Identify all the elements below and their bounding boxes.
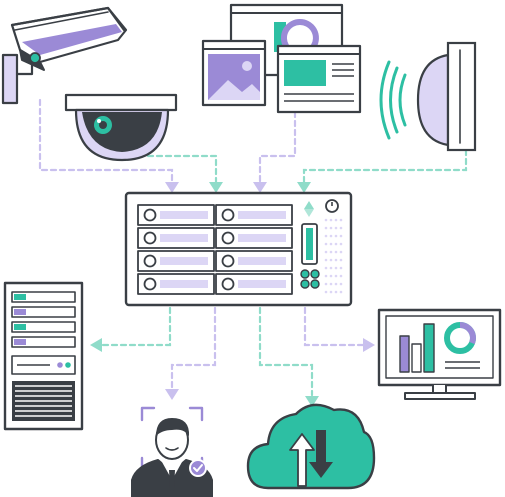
arrowhead-sensor: [297, 182, 311, 193]
connector-web-to-nas: [258, 110, 297, 186]
drive-bays: [137, 204, 293, 295]
vent-dot: [329, 250, 333, 254]
vent-dot: [339, 266, 343, 270]
vent-dot: [339, 250, 343, 254]
vent-dot: [324, 234, 328, 238]
vent-dot: [324, 282, 328, 286]
connector-nas-to-rack: [98, 306, 172, 347]
vent-dot: [339, 218, 343, 222]
vent-dot: [329, 282, 333, 286]
vent-dot: [334, 258, 338, 262]
arrowhead-web: [253, 182, 267, 193]
arrowhead-monitor: [363, 338, 375, 352]
vent-dot: [324, 242, 328, 246]
vent-dot: [334, 266, 338, 270]
vent-dot: [324, 218, 328, 222]
vent-dot: [329, 266, 333, 270]
vent-dot: [339, 290, 343, 294]
vent-dot: [339, 282, 343, 286]
vent-dot: [339, 234, 343, 238]
vent-dot: [329, 226, 333, 230]
vent-dot: [334, 250, 338, 254]
arrowhead-face: [165, 389, 179, 400]
vent-dot: [339, 242, 343, 246]
vent-dot: [324, 274, 328, 278]
server-rack-icon: [3, 281, 84, 431]
connector-nas-to-face: [170, 306, 217, 390]
monitor-chart-icon: [377, 308, 502, 400]
connector-cctv-to-nas: [38, 98, 174, 186]
vent-dot: [329, 258, 333, 262]
arrowhead-rack: [90, 338, 102, 352]
vent-grid: [324, 218, 343, 294]
connector-nas-to-cloud: [258, 306, 314, 397]
dome-camera-icon: [64, 93, 178, 162]
vent-dot: [334, 234, 338, 238]
vent-dot: [324, 226, 328, 230]
vent-dot: [329, 234, 333, 238]
vent-dot: [339, 258, 343, 262]
arrowhead-cloud: [305, 396, 319, 407]
vent-dot: [339, 274, 343, 278]
cctv-camera-icon: [1, 6, 128, 105]
cloud-upload-download-icon: [246, 403, 376, 490]
vent-dot: [334, 282, 338, 286]
vent-dot: [334, 274, 338, 278]
face-recognition-icon: [131, 406, 213, 497]
vent-dot: [324, 258, 328, 262]
vent-dot: [324, 290, 328, 294]
vent-dot: [329, 242, 333, 246]
vent-dot: [329, 274, 333, 278]
browser-windows-icon: [201, 3, 362, 114]
vent-dot: [334, 226, 338, 230]
connector-sensor-to-nas: [302, 148, 468, 186]
vent-dot: [329, 218, 333, 222]
connector-nas-to-monitor: [303, 306, 367, 347]
arrowheads: [90, 182, 375, 407]
vent-dot: [334, 290, 338, 294]
vent-dot: [339, 226, 343, 230]
nas-server-icon: [124, 191, 353, 307]
wifi-sensor-icon: [379, 41, 477, 152]
vent-dot: [334, 218, 338, 222]
arrowhead-dome: [209, 182, 223, 193]
vent-dot: [324, 250, 328, 254]
control-panel: [300, 199, 339, 289]
arrowhead-cctv: [165, 182, 179, 193]
vent-dot: [329, 290, 333, 294]
vent-dot: [334, 242, 338, 246]
vent-dot: [324, 266, 328, 270]
